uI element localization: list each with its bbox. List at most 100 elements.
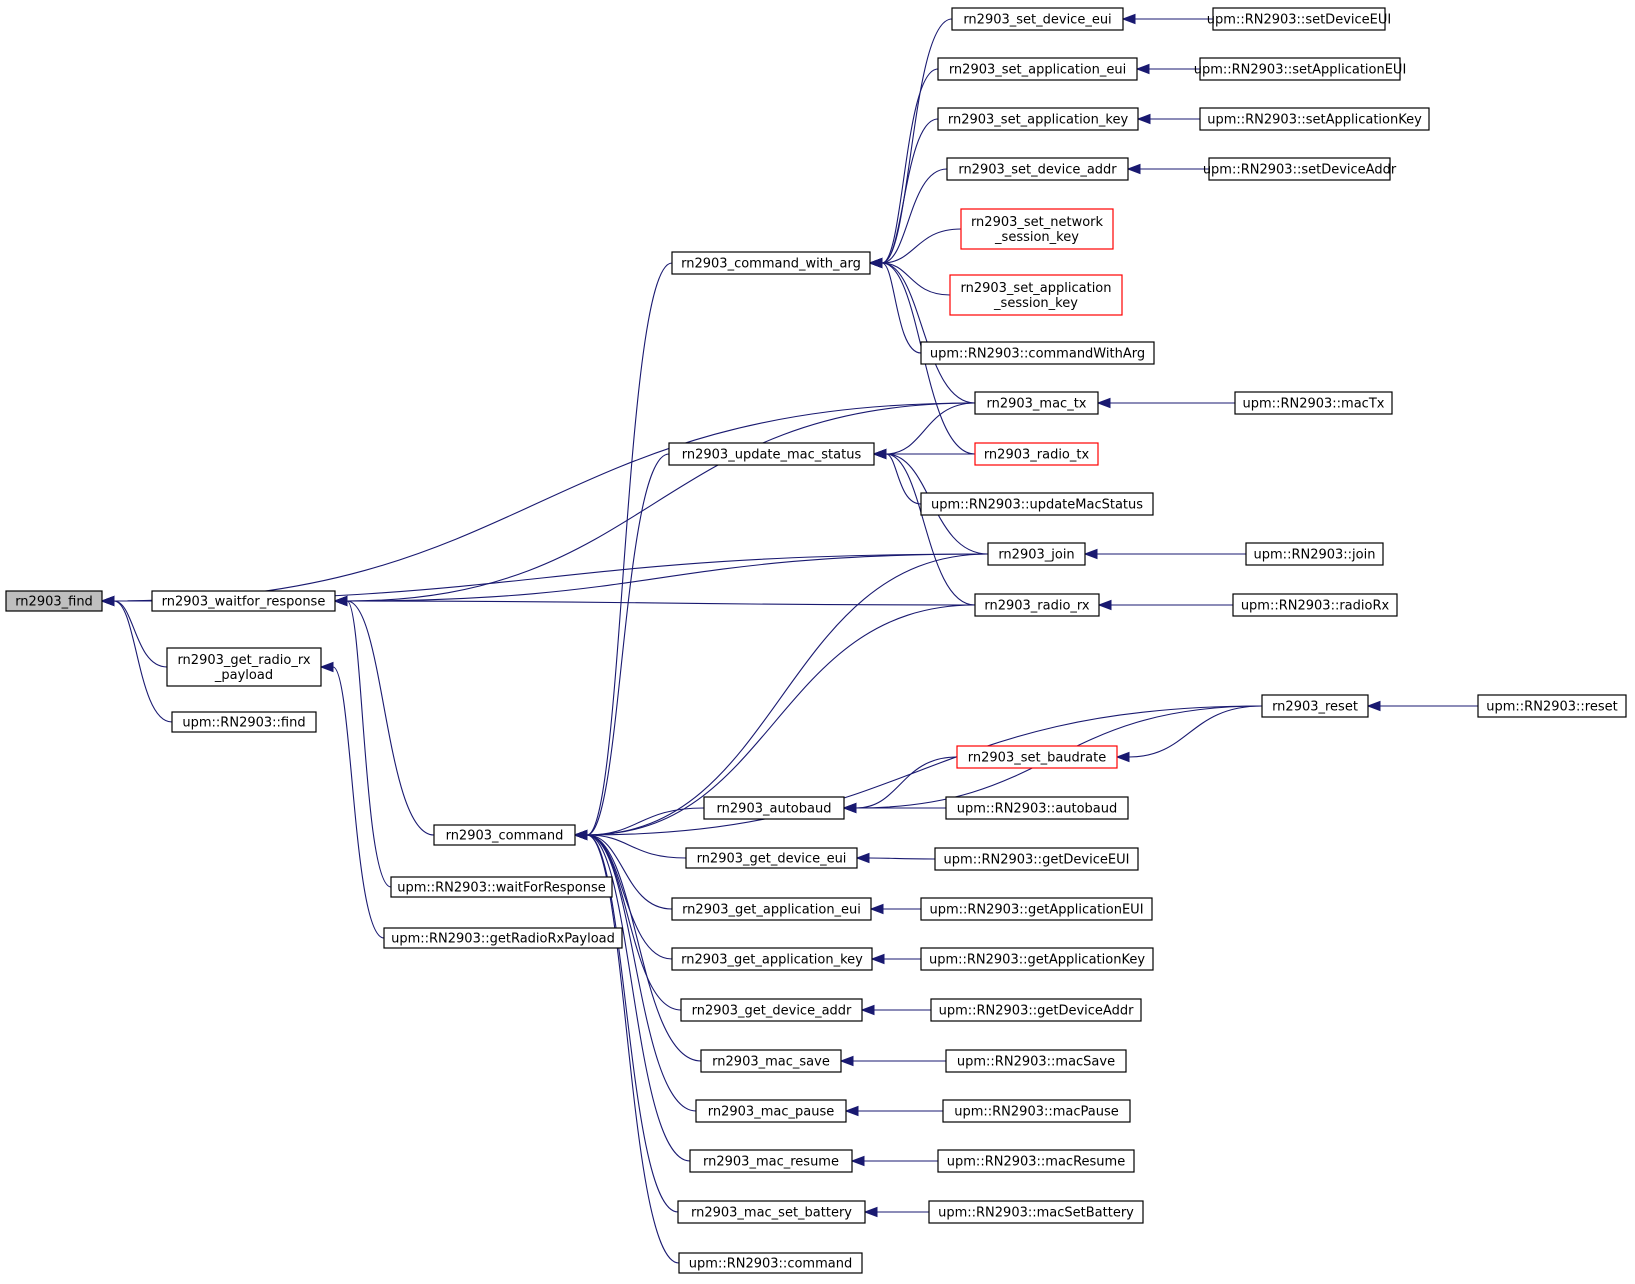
graph-node-waitfor[interactable]: rn2903_waitfor_response xyxy=(151,590,336,612)
graph-node-upmmacsave[interactable]: upm::RN2903::macSave xyxy=(945,1049,1127,1073)
node-label: rn2903_get_device_addr xyxy=(692,1004,852,1019)
graph-node-macresume[interactable]: rn2903_mac_resume xyxy=(689,1149,853,1173)
graph-node-setnwkskey[interactable]: rn2903_set_network_session_key xyxy=(960,208,1114,250)
graph-node-autobaud[interactable]: rn2903_autobaud xyxy=(703,796,845,820)
node-box xyxy=(945,1049,1127,1073)
graph-node-upmjoin[interactable]: upm::RN2903::join xyxy=(1245,542,1384,566)
call-edge-cmdarg-setappkey xyxy=(881,118,939,264)
node-box xyxy=(1245,542,1384,566)
graph-node-upmcommand[interactable]: upm::RN2903::command xyxy=(678,1252,863,1274)
graph-node-upmgetappeui[interactable]: upm::RN2903::getApplicationEUI xyxy=(920,897,1153,921)
node-label: upm::RN2903::setDeviceEUI xyxy=(1207,13,1391,28)
graph-node-upmwait[interactable]: upm::RN2903::waitForResponse xyxy=(390,876,613,898)
node-box xyxy=(1232,593,1398,617)
graph-node-setbaud[interactable]: rn2903_set_baudrate xyxy=(956,745,1118,769)
graph-node-upmmacpause[interactable]: upm::RN2903::macPause xyxy=(942,1099,1131,1123)
node-label: rn2903_set_application_key xyxy=(948,113,1129,128)
graph-node-upmreset[interactable]: upm::RN2903::reset xyxy=(1477,694,1627,718)
graph-node-cmdarg[interactable]: rn2903_command_with_arg xyxy=(671,251,871,275)
call-edge-command-upmcommand xyxy=(586,834,680,1264)
graph-node-getappkey[interactable]: rn2903_get_application_key xyxy=(671,947,873,971)
call-edge-command-cmdarg xyxy=(586,262,673,836)
node-label: rn2903_join xyxy=(998,548,1074,563)
graph-node-radiorx[interactable]: rn2903_radio_rx xyxy=(974,593,1100,617)
arrowhead-icon xyxy=(1097,599,1112,611)
graph-node-reset[interactable]: rn2903_reset xyxy=(1261,694,1369,718)
node-box xyxy=(1212,7,1386,31)
graph-node-upmsetappkey[interactable]: upm::RN2903::setApplicationKey xyxy=(1199,107,1430,131)
graph-node-getdevaddr[interactable]: rn2903_get_device_addr xyxy=(680,998,863,1022)
graph-node-setdevaddr[interactable]: rn2903_set_device_addr xyxy=(946,157,1129,181)
graph-node-upmgetradio[interactable]: upm::RN2903::getRadioRxPayload xyxy=(383,927,623,949)
node-label: upm::RN2903::macSetBattery xyxy=(938,1206,1134,1221)
node-label: upm::RN2903::getRadioRxPayload xyxy=(391,932,615,947)
graph-node-find[interactable]: rn2903_find xyxy=(5,590,103,612)
graph-node-setappeui[interactable]: rn2903_set_application_eui xyxy=(937,57,1138,81)
node-box xyxy=(695,1099,847,1123)
call-edge-cmdarg-setappeui xyxy=(881,68,939,264)
node-box xyxy=(671,947,873,971)
node-box xyxy=(671,251,871,275)
graph-node-upmsetappeui[interactable]: upm::RN2903::setApplicationEUI xyxy=(1194,57,1407,81)
node-box xyxy=(974,593,1100,617)
graph-node-getdeveui[interactable]: rn2903_get_device_eui xyxy=(685,847,858,869)
call-edge-cmdarg-setdeveui xyxy=(881,18,953,264)
graph-node-upmcmdarg[interactable]: upm::RN2903::commandWithArg xyxy=(920,341,1155,365)
graph-node-updmac[interactable]: rn2903_update_mac_status xyxy=(668,442,875,466)
node-label: upm::RN2903::macTx xyxy=(1243,397,1385,412)
graph-node-upmgetappkey[interactable]: upm::RN2903::getApplicationKey xyxy=(920,947,1154,971)
call-edge-cmdarg-setappskey xyxy=(881,262,951,296)
node-label: rn2903_get_radio_rx xyxy=(177,653,310,668)
graph-node-upmmacbatt[interactable]: upm::RN2903::macSetBattery xyxy=(928,1200,1144,1224)
graph-node-setdeveui[interactable]: rn2903_set_device_eui xyxy=(951,7,1124,31)
node-box xyxy=(433,824,576,846)
node-box xyxy=(1199,107,1430,131)
graph-node-getappeui[interactable]: rn2903_get_application_eui xyxy=(671,897,872,921)
graph-node-upmradiorx[interactable]: upm::RN2903::radioRx xyxy=(1232,593,1398,617)
arrowhead-icon xyxy=(839,1055,854,1067)
graph-node-upmsetdevaddr[interactable]: upm::RN2903::setDeviceAddr xyxy=(1203,157,1397,181)
arrowhead-icon xyxy=(868,257,883,269)
graph-node-upmsetdeveui[interactable]: upm::RN2903::setDeviceEUI xyxy=(1207,7,1391,31)
node-box xyxy=(951,7,1124,31)
call-edge-find-mactx xyxy=(113,402,976,602)
node-label: upm::RN2903::macPause xyxy=(954,1105,1119,1120)
node-label: rn2903_command xyxy=(446,829,564,844)
graph-node-upmmacresume[interactable]: upm::RN2903::macResume xyxy=(937,1149,1135,1173)
call-edge-command-macresume xyxy=(586,834,691,1162)
graph-node-setappskey[interactable]: rn2903_set_application_session_key xyxy=(949,274,1123,316)
node-label: rn2903_mac_set_battery xyxy=(691,1206,852,1221)
graph-node-macbatt[interactable]: rn2903_mac_set_battery xyxy=(677,1200,866,1224)
graph-node-join[interactable]: rn2903_join xyxy=(987,542,1086,566)
node-box xyxy=(5,590,103,612)
node-box xyxy=(960,208,1114,250)
call-edge-command-macpause xyxy=(586,834,697,1112)
graph-node-upmgetdeveui[interactable]: upm::RN2903::getDeviceEUI xyxy=(934,847,1139,871)
graph-node-macsave[interactable]: rn2903_mac_save xyxy=(700,1049,842,1073)
graph-node-upmupdmac[interactable]: upm::RN2903::updateMacStatus xyxy=(920,492,1154,516)
node-label: upm::RN2903::setApplicationKey xyxy=(1207,113,1422,128)
graph-node-upmfind[interactable]: upm::RN2903::find xyxy=(171,711,317,733)
graph-node-getradiorx[interactable]: rn2903_get_radio_rx_payload xyxy=(166,647,322,687)
call-edge-setbaud-reset xyxy=(1128,705,1263,758)
node-box xyxy=(928,1200,1144,1224)
graph-node-upmmactx[interactable]: upm::RN2903::macTx xyxy=(1234,391,1393,415)
call-edge-command-macsave xyxy=(586,834,702,1062)
node-label: rn2903_autobaud xyxy=(717,802,832,817)
graph-node-upmgetdevaddr[interactable]: upm::RN2903::getDeviceAddr xyxy=(930,998,1142,1022)
node-box xyxy=(166,647,322,687)
node-label: rn2903_get_application_eui xyxy=(682,903,861,918)
call-edge-waitfor-radiorx xyxy=(346,600,976,606)
node-box xyxy=(945,796,1129,820)
graph-node-radiotx[interactable]: rn2903_radio_tx xyxy=(974,442,1099,466)
graph-node-mactx[interactable]: rn2903_mac_tx xyxy=(974,391,1099,415)
graph-node-macpause[interactable]: rn2903_mac_pause xyxy=(695,1099,847,1123)
arrowhead-icon xyxy=(319,661,334,673)
node-box xyxy=(668,442,875,466)
node-box xyxy=(942,1099,1131,1123)
graph-node-setappkey[interactable]: rn2903_set_application_key xyxy=(937,107,1139,131)
graph-node-command[interactable]: rn2903_command xyxy=(433,824,576,846)
graph-node-upmautobaud[interactable]: upm::RN2903::autobaud xyxy=(945,796,1129,820)
graph-edges xyxy=(100,13,1478,1264)
